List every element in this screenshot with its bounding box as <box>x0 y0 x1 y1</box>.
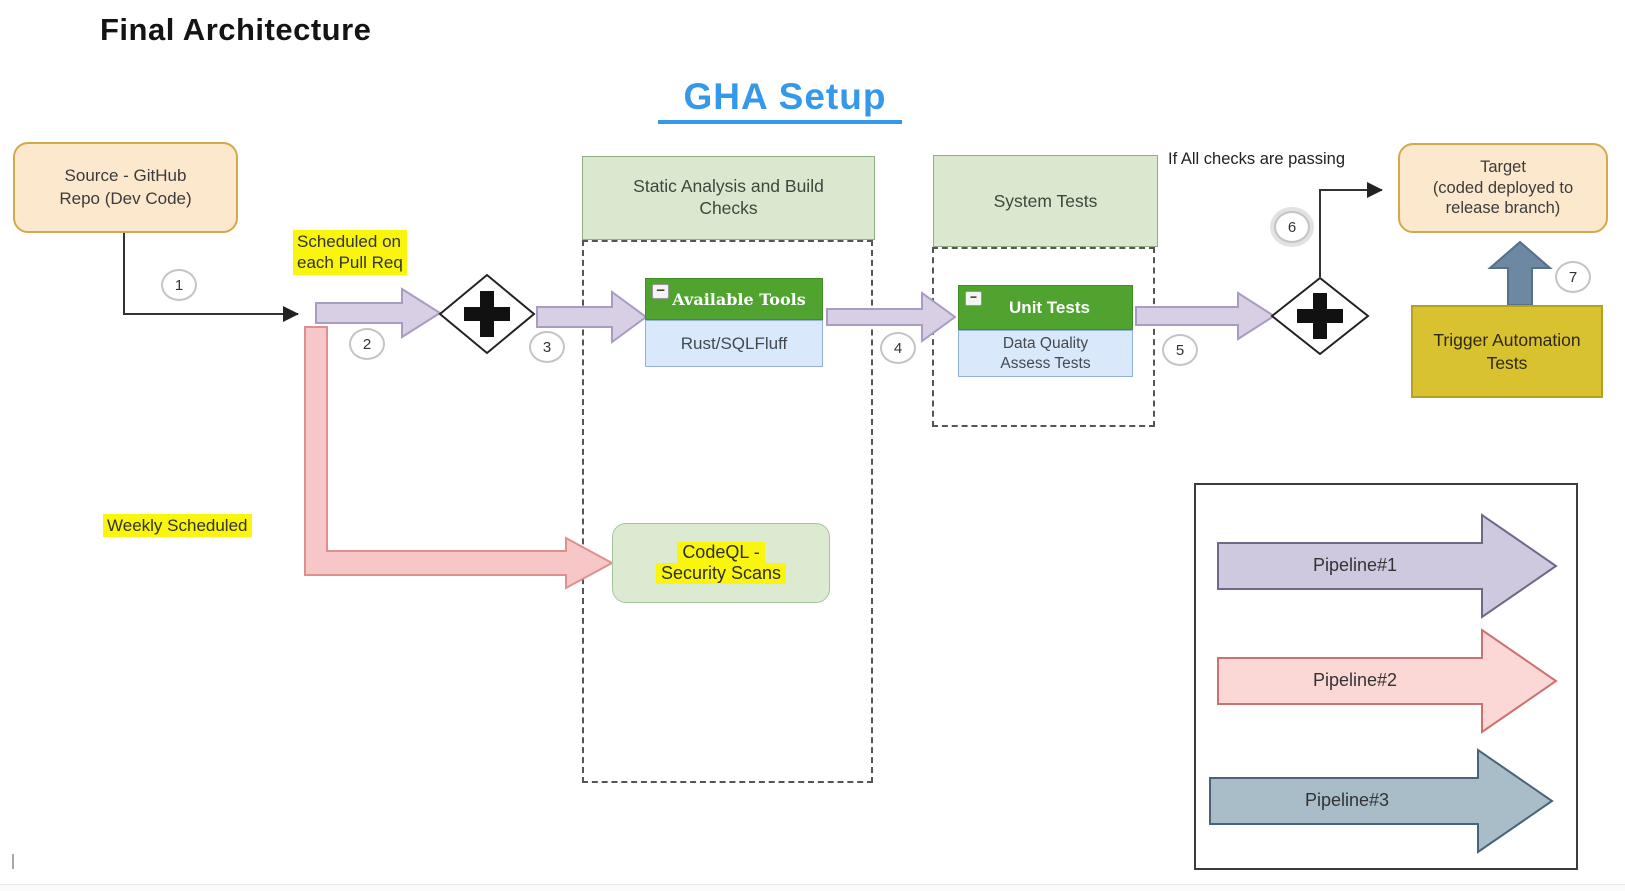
collapse-icon[interactable]: − <box>965 291 982 306</box>
step-badge-2: 2 <box>349 328 385 360</box>
connector-source-to-flow <box>123 233 299 322</box>
plus-icon <box>464 307 510 321</box>
pipeline1-flow-arrow-1 <box>315 287 442 339</box>
available-tools-title: Available Tools <box>672 289 806 309</box>
system-tests-stage: System Tests <box>933 155 1158 247</box>
decision-diamond-2 <box>1270 276 1370 356</box>
codeql-node: CodeQL - Security Scans <box>612 523 830 603</box>
unit-tests-body: Data Quality Assess Tests <box>958 330 1133 377</box>
decision-diamond-1 <box>438 273 536 355</box>
available-tools-header: − Available Tools <box>645 278 823 320</box>
step-badge-1: 1 <box>161 269 197 301</box>
codeql-label-line1: CodeQL - <box>677 542 765 563</box>
legend-item-label-pipeline3: Pipeline#3 <box>1304 790 1390 810</box>
bottom-divider <box>0 884 1625 891</box>
static-analysis-stage: Static Analysis and Build Checks <box>582 156 875 240</box>
page-title: Final Architecture <box>100 12 372 47</box>
trigger-automation-node: Trigger Automation Tests <box>1411 305 1603 398</box>
step-badge-7: 7 <box>1555 261 1591 293</box>
target-node: Target (coded deployed to release branch… <box>1398 143 1608 233</box>
step-badge-3: 3 <box>529 331 565 363</box>
step-badge-6: 6 <box>1274 211 1310 243</box>
unit-tests-title: Unit Tests <box>1009 297 1090 317</box>
pipeline3-up-arrow <box>1487 240 1553 306</box>
pipeline2-weekly-arrow <box>304 326 615 590</box>
diagram-heading: GHA Setup <box>555 76 1005 124</box>
plus-icon <box>1297 309 1343 323</box>
plus-icon <box>480 291 494 337</box>
legend-item-label-pipeline1: Pipeline#1 <box>1312 555 1398 575</box>
weekly-scheduled-label: Weekly Scheduled <box>103 514 252 538</box>
scheduled-on-pull-req-label: Scheduled on each Pull Req <box>293 230 407 275</box>
if-all-checks-label: If All checks are passing <box>1168 150 1346 168</box>
connector-diamond-to-target <box>1319 182 1383 277</box>
step-badge-5: 5 <box>1162 334 1198 366</box>
unit-tests-header: − Unit Tests <box>958 285 1133 330</box>
legend-item-label-pipeline2: Pipeline#2 <box>1312 670 1398 690</box>
collapse-icon[interactable]: − <box>652 284 669 299</box>
step-badge-4: 4 <box>880 332 916 364</box>
codeql-label-line2: Security Scans <box>655 563 787 584</box>
cursor-artifact <box>12 854 14 869</box>
plus-icon <box>1313 293 1327 339</box>
available-tools-body: Rust/SQLFluff <box>645 320 823 367</box>
diagram-heading-text: GHA Setup <box>657 76 903 124</box>
source-node: Source - GitHub Repo (Dev Code) <box>13 142 238 233</box>
pipeline1-flow-arrow-4 <box>1135 291 1276 341</box>
